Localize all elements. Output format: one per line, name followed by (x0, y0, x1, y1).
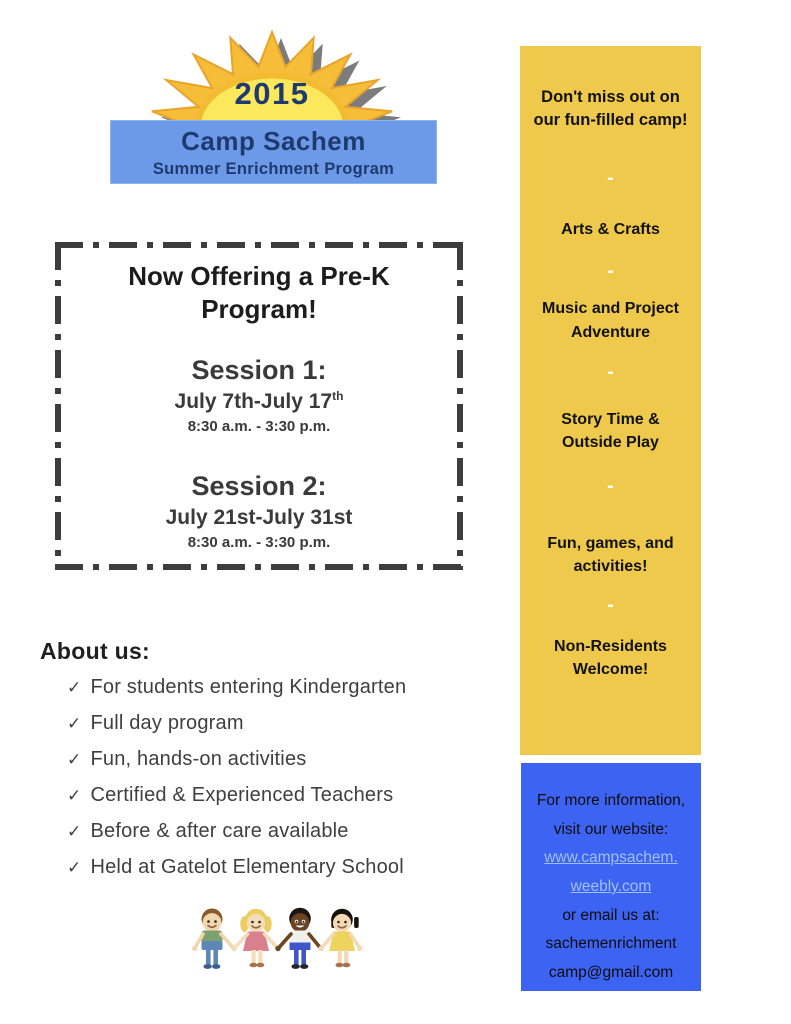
about-list: ✓ For students entering Kindergarten ✓ Ful… (67, 676, 510, 879)
activities-sidebar: Don't miss out on our fun-filled camp! -… (520, 46, 701, 755)
kid-boy-1 (192, 908, 235, 969)
about-item: ✓ Full day program (67, 712, 510, 735)
about-item: ✓ Held at Gatelot Elementary School (67, 856, 510, 879)
sidebar-item-story-outside: Story Time & Outside Play (561, 410, 660, 451)
camp-title: Camp Sachem (181, 125, 366, 156)
sidebar-intro: Don't miss out on our fun-filled camp! (533, 88, 688, 130)
kid-boy-2 (275, 907, 322, 969)
about-heading: About us: (40, 638, 151, 664)
website-link-line1[interactable]: www.campsachem. (544, 849, 678, 867)
about-item: ✓ Fun, hands-on activities (67, 748, 510, 771)
session-2-name: Session 2: (191, 471, 327, 501)
kid-girl-1 (231, 908, 279, 968)
about-item: ✓ For students entering Kindergarten (67, 676, 510, 699)
about-section: About us: ✓ For students entering Kinderg… (40, 638, 510, 892)
about-item-label: Full day program (90, 712, 244, 734)
sidebar-item-non-residents: Non-Residents Welcome! (554, 637, 667, 678)
sidebar-separator: - (607, 593, 614, 616)
email-address-line2: camp@gmail.com (548, 964, 674, 982)
about-item-label: Certified & Experienced Teachers (90, 784, 394, 806)
sidebar-separator: - (607, 360, 614, 383)
announcement-box: Now Offering a Pre-K Program! Session 1:… (55, 242, 463, 570)
title-banner: Camp Sachem Summer Enrichment Program (110, 120, 437, 184)
about-item-label: Before & after care available (90, 820, 349, 842)
about-item-label: For students entering Kindergarten (90, 676, 407, 698)
contact-box: For more information, visit our website:… (521, 763, 701, 991)
about-item-label: Fun, hands-on activities (90, 748, 307, 770)
announcement-title: Now Offering a Pre-K Program! (128, 261, 390, 324)
session-1-dates: July 7th-July 17th (174, 389, 344, 413)
about-item-label: Held at Gatelot Elementary School (90, 856, 404, 878)
year-label: 2015 (234, 76, 310, 111)
session-2-dates: July 21st-July 31st (165, 506, 353, 529)
sidebar-separator: - (607, 260, 614, 283)
ordinal-superscript: th (332, 389, 344, 403)
session-1-time: 8:30 a.m. - 3:30 p.m. (187, 418, 331, 435)
checkmark-icon: ✓ (67, 858, 82, 878)
children-holding-hands-image (188, 903, 368, 983)
about-item: ✓ Before & after care available (67, 820, 510, 843)
sidebar-item-fun-games: Fun, games, and activities! (547, 535, 674, 576)
website-link[interactable]: www.campsachem. weebly.com (531, 844, 691, 901)
sidebar-item-arts-crafts: Arts & Crafts (561, 221, 660, 239)
sidebar-separator: - (607, 167, 614, 190)
session-2-block: Session 2: July 21st-July 31st 8:30 a.m.… (55, 471, 463, 551)
checkmark-icon: ✓ (67, 714, 82, 734)
session-1-block: Session 1: July 7th-July 17th 8:30 a.m. … (55, 355, 463, 435)
checkmark-icon: ✓ (67, 678, 82, 698)
session-1-name: Session 1: (191, 355, 327, 385)
kid-girl-2 (318, 908, 363, 968)
camp-subtitle: Summer Enrichment Program (152, 159, 395, 178)
email-address-line1: sachemenrichment (545, 935, 677, 953)
sidebar-item-music-adventure: Music and Project Adventure (542, 300, 679, 341)
session-2-time: 8:30 a.m. - 3:30 p.m. (187, 534, 331, 551)
checkmark-icon: ✓ (67, 822, 82, 842)
sidebar-separator: - (607, 475, 614, 498)
about-item: ✓ Certified & Experienced Teachers (67, 784, 510, 807)
checkmark-icon: ✓ (67, 750, 82, 770)
website-link-line2[interactable]: weebly.com (570, 878, 652, 896)
checkmark-icon: ✓ (67, 786, 82, 806)
contact-intro: For more information, visit our website: (536, 792, 686, 838)
email-intro: or email us at: (562, 906, 660, 924)
